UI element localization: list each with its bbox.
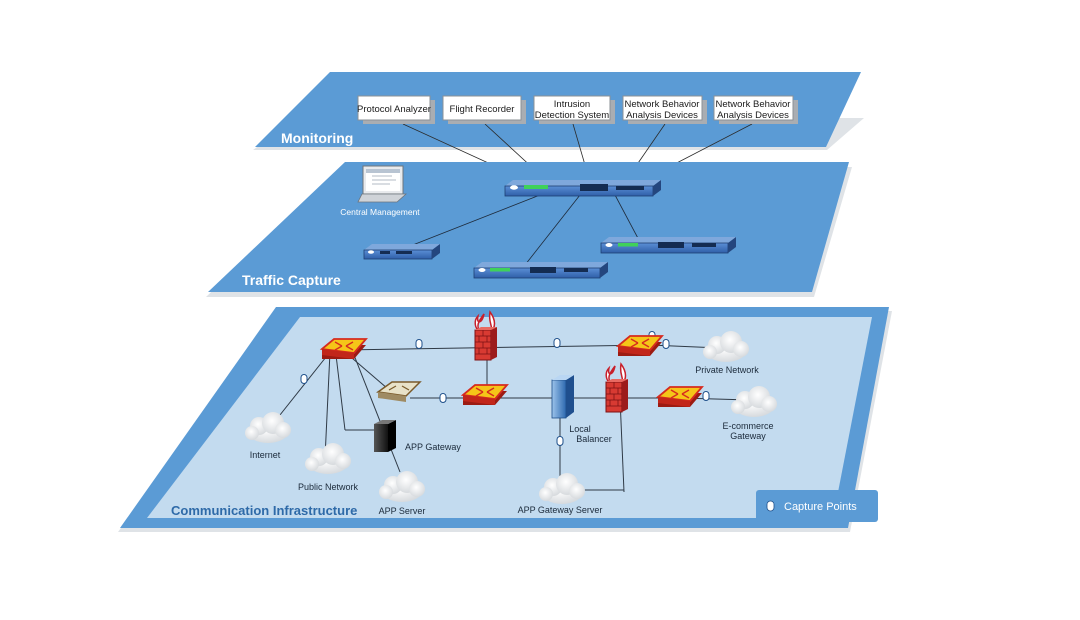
switch-bottom[interactable] xyxy=(473,262,608,279)
network-behavior-box-2[interactable]: Network Behavior Analysis Devices xyxy=(713,95,798,124)
network-behavior-2-label-1: Network Behavior xyxy=(716,99,791,110)
communication-layer: Communication Infrastructure xyxy=(118,307,892,532)
main-switch[interactable] xyxy=(504,180,661,197)
intrusion-detection-label-2: Detection System xyxy=(535,110,610,121)
local-balancer[interactable]: Local Balancer xyxy=(551,375,612,444)
server-icon xyxy=(374,420,396,452)
app-gateway-server-label: APP Gateway Server xyxy=(518,505,603,515)
capture-point xyxy=(702,391,710,401)
intrusion-detection-box[interactable]: Intrusion Detection System xyxy=(533,95,615,124)
switch-left[interactable] xyxy=(363,244,440,260)
public-network-label: Public Network xyxy=(298,482,359,492)
cloud-public-network[interactable]: Public Network xyxy=(298,443,359,492)
app-server-label: APP Server xyxy=(379,506,426,516)
network-behavior-2-label-2: Analysis Devices xyxy=(717,110,789,121)
capture-point xyxy=(415,339,423,349)
capture-point xyxy=(439,393,447,403)
capture-points-legend: Capture Points xyxy=(756,490,878,522)
network-behavior-1-label-2: Analysis Devices xyxy=(626,110,698,121)
flight-recorder-box[interactable]: Flight Recorder xyxy=(442,95,526,124)
central-management-label: Central Management xyxy=(340,207,420,217)
central-management[interactable]: Central Management xyxy=(340,165,420,217)
balancer-icon xyxy=(551,375,574,419)
ecommerce-gateway-label-1: E-commerce xyxy=(722,421,773,431)
app-gateway[interactable]: APP Gateway xyxy=(374,420,461,452)
private-network-label: Private Network xyxy=(695,365,759,375)
communication-layer-title: Communication Infrastructure xyxy=(171,503,357,518)
cloud-app-gateway-server[interactable]: APP Gateway Server xyxy=(518,473,603,515)
protocol-analyzer-label: Protocol Analyzer xyxy=(357,104,431,115)
cloud-ecommerce-gateway[interactable]: E-commerce Gateway xyxy=(722,386,777,441)
traffic-capture-layer-title: Traffic Capture xyxy=(242,272,341,288)
capture-point xyxy=(556,436,564,446)
traffic-capture-connections xyxy=(399,194,641,266)
monitoring-devices: Protocol Analyzer Flight Recorder Intrus… xyxy=(357,95,798,124)
local-balancer-label-1: Local xyxy=(569,424,591,434)
capture-point xyxy=(300,374,308,384)
protocol-analyzer-box[interactable]: Protocol Analyzer xyxy=(357,95,435,124)
capture-point xyxy=(662,339,670,349)
router-gray[interactable] xyxy=(376,381,422,402)
cloud-internet[interactable]: Internet xyxy=(245,412,291,460)
internet-label: Internet xyxy=(250,450,281,460)
switch-right[interactable] xyxy=(600,237,736,254)
capture-point-icon xyxy=(766,500,775,512)
network-behavior-box-1[interactable]: Network Behavior Analysis Devices xyxy=(622,95,707,124)
capture-point xyxy=(553,338,561,348)
monitoring-layer-title: Monitoring xyxy=(281,130,353,146)
laptop-icon xyxy=(357,165,408,203)
capture-points-label: Capture Points xyxy=(784,501,857,513)
intrusion-detection-label-1: Intrusion xyxy=(554,99,590,110)
app-gateway-label: APP Gateway xyxy=(405,442,461,452)
cloud-app-server[interactable]: APP Server xyxy=(379,471,426,516)
local-balancer-label-2: Balancer xyxy=(576,434,612,444)
ecommerce-gateway-label-2: Gateway xyxy=(730,431,766,441)
flight-recorder-label: Flight Recorder xyxy=(450,104,515,115)
network-behavior-1-label-1: Network Behavior xyxy=(625,99,700,110)
cloud-private-network[interactable]: Private Network xyxy=(695,331,759,375)
